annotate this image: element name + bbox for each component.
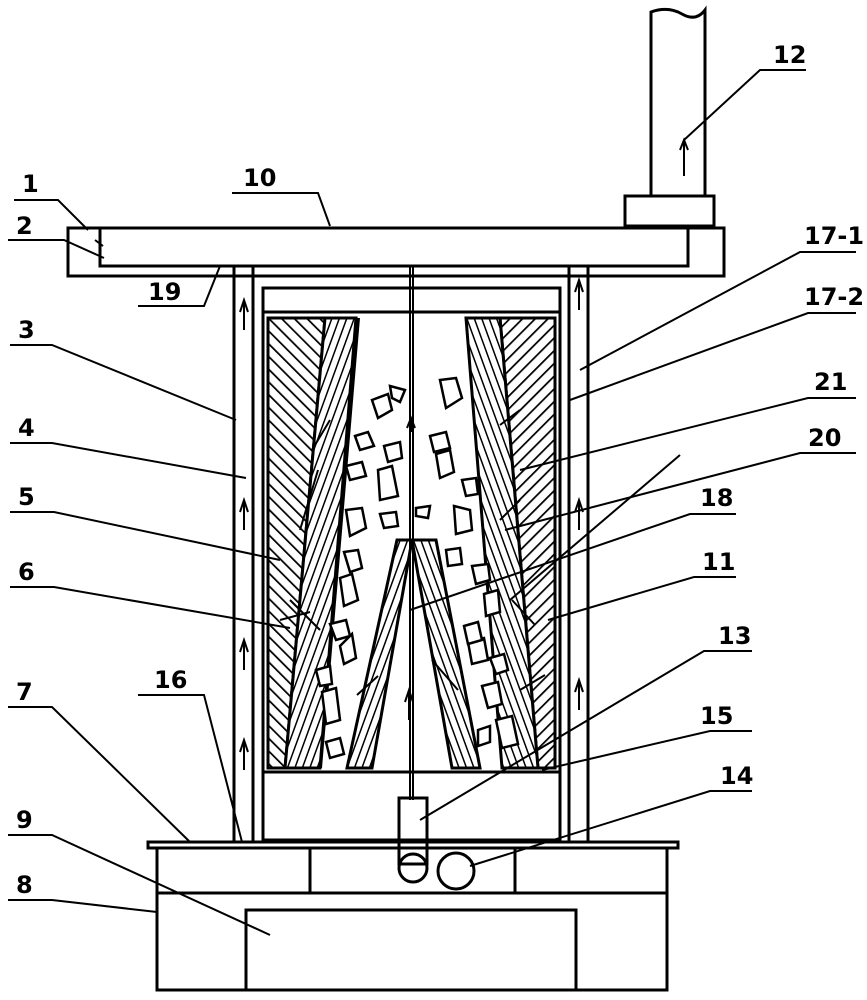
label-5: 5 [18, 483, 35, 511]
air-guide-fins [279, 409, 546, 691]
label-9: 9 [16, 806, 33, 834]
label-6: 6 [18, 558, 35, 586]
label-18: 18 [700, 484, 733, 512]
label-17-2: 17-2 [804, 283, 864, 311]
label-1: 1 [22, 170, 39, 198]
right-refractory-lining [464, 316, 557, 770]
label-21: 21 [814, 368, 847, 396]
leader-lines [8, 69, 856, 936]
label-4: 4 [18, 414, 35, 442]
top-cover [66, 226, 726, 278]
label-15: 15 [700, 702, 733, 730]
exhaust-pipe [623, 5, 716, 228]
base-assembly [146, 840, 680, 992]
label-20: 20 [808, 424, 841, 452]
label-8: 8 [16, 871, 33, 899]
label-2: 2 [16, 212, 33, 240]
label-10: 10 [243, 164, 276, 192]
part-labels: 1 2 10 12 19 17-1 17-2 3 4 5 6 21 20 18 … [16, 41, 864, 899]
label-3: 3 [18, 316, 35, 344]
label-17-1: 17-1 [804, 222, 864, 250]
left-refractory-lining [266, 316, 360, 770]
label-13: 13 [718, 622, 751, 650]
label-19: 19 [148, 278, 181, 306]
fuel-pieces [314, 376, 520, 760]
label-16: 16 [154, 666, 187, 694]
label-14: 14 [720, 762, 753, 790]
inner-chamber [261, 286, 562, 842]
label-11: 11 [702, 548, 735, 576]
center-probe [397, 266, 476, 891]
label-7: 7 [16, 678, 33, 706]
label-12: 12 [773, 41, 806, 69]
